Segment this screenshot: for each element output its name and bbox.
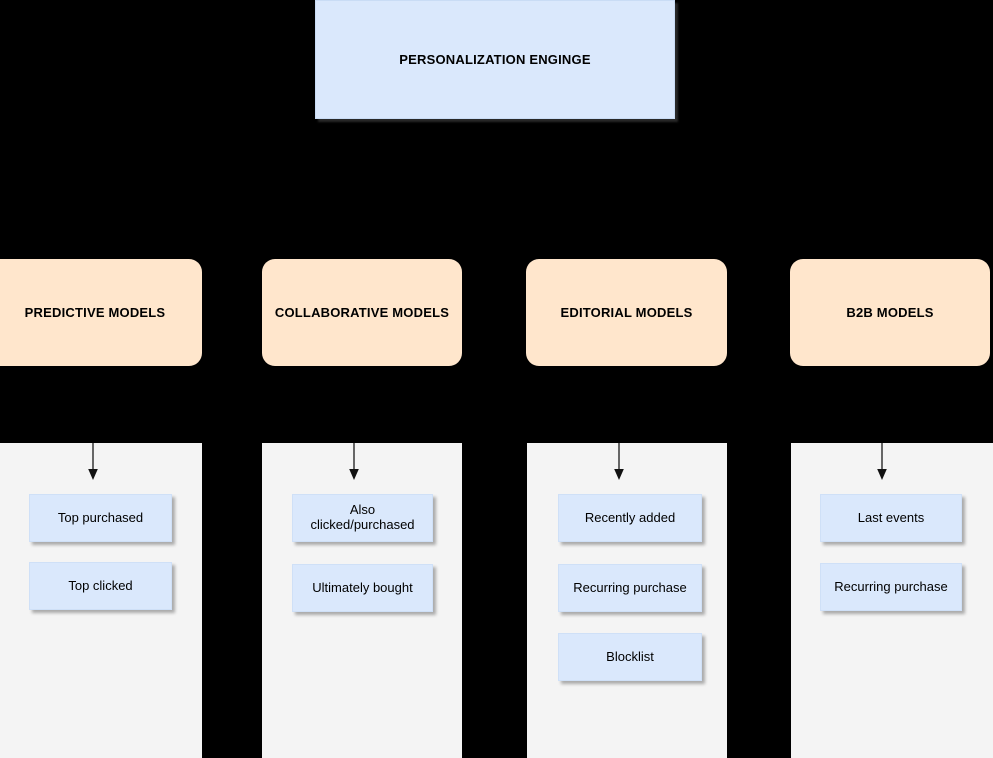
model-item-box[interactable]: Recurring purchase	[820, 563, 962, 611]
model-item-label: Also clicked/purchased	[310, 502, 415, 532]
model-category-label: B2B MODELS	[846, 305, 934, 320]
model-category-label: COLLABORATIVE MODELS	[274, 305, 450, 320]
model-category-label: EDITORIAL MODELS	[560, 305, 693, 320]
model-item-label: Ultimately bought	[312, 579, 413, 595]
model-item-box[interactable]: Also clicked/purchased	[292, 494, 433, 542]
model-category-box[interactable]: B2B MODELS	[790, 259, 990, 366]
model-item-label: Recurring purchase	[573, 579, 687, 595]
model-category-label: PREDICTIVE MODELS	[24, 305, 166, 320]
model-category-box[interactable]: COLLABORATIVE MODELS	[262, 259, 462, 366]
model-item-box[interactable]: Last events	[820, 494, 962, 542]
model-item-box[interactable]: Blocklist	[558, 633, 702, 681]
personalization-engine-box[interactable]: PERSONALIZATION ENGINGE	[315, 0, 675, 119]
model-item-box[interactable]: Recently added	[558, 494, 702, 542]
model-item-box[interactable]: Ultimately bought	[292, 564, 433, 612]
model-item-label: Recently added	[584, 509, 676, 525]
model-item-label: Blocklist	[606, 648, 654, 664]
model-item-box[interactable]: Recurring purchase	[558, 564, 702, 612]
personalization-engine-label: PERSONALIZATION ENGINGE	[399, 52, 591, 67]
model-item-label: Top purchased	[57, 509, 144, 525]
model-category-box[interactable]: PREDICTIVE MODELS	[0, 259, 202, 366]
model-category-box[interactable]: EDITORIAL MODELS	[526, 259, 727, 366]
model-item-label: Last events	[857, 509, 925, 525]
model-item-label: Recurring purchase	[834, 578, 948, 594]
model-item-box[interactable]: Top clicked	[29, 562, 172, 610]
model-item-box[interactable]: Top purchased	[29, 494, 172, 542]
model-item-label: Top clicked	[68, 577, 133, 593]
